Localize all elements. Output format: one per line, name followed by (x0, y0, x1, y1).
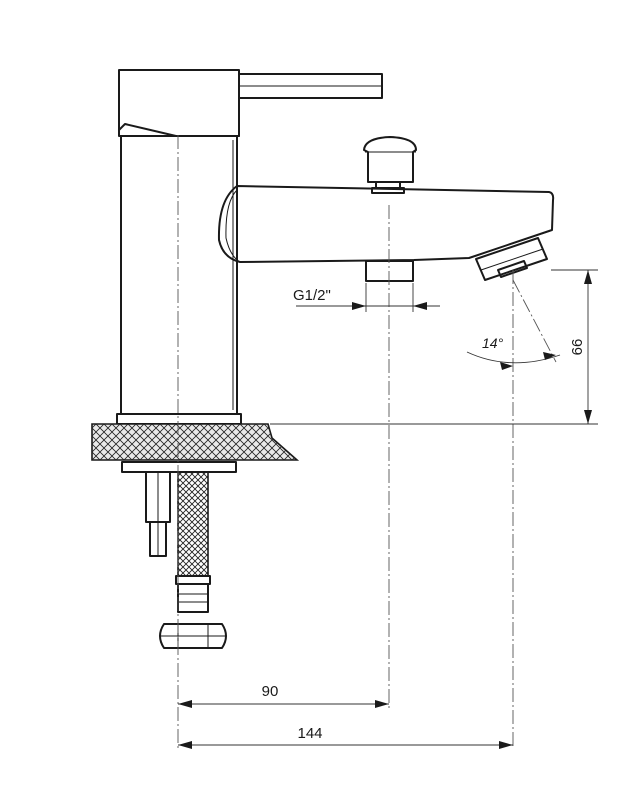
spout-tip-label: 144 (297, 725, 322, 742)
diverter-knob (363, 136, 417, 194)
angle-dimension: 14° (466, 335, 561, 370)
thread-label: G1/2" (293, 287, 331, 304)
spout-tip-dimension: 144 (178, 725, 513, 749)
braided-hose (159, 471, 227, 649)
countertop-section (91, 423, 300, 461)
spout-center-label: 90 (262, 683, 279, 700)
angle-label: 14° (482, 335, 504, 351)
center-lines (177, 135, 557, 748)
spout (217, 185, 555, 263)
thread-connector (365, 260, 414, 282)
spout-center-dimension: 90 (178, 683, 389, 708)
mixer-body (116, 135, 242, 425)
height-label: 66 (569, 339, 586, 356)
height-dimension: 66 (270, 269, 598, 425)
aerator (475, 237, 548, 281)
thread-dimension: G1/2" (293, 283, 440, 312)
lever-handle (118, 69, 383, 137)
